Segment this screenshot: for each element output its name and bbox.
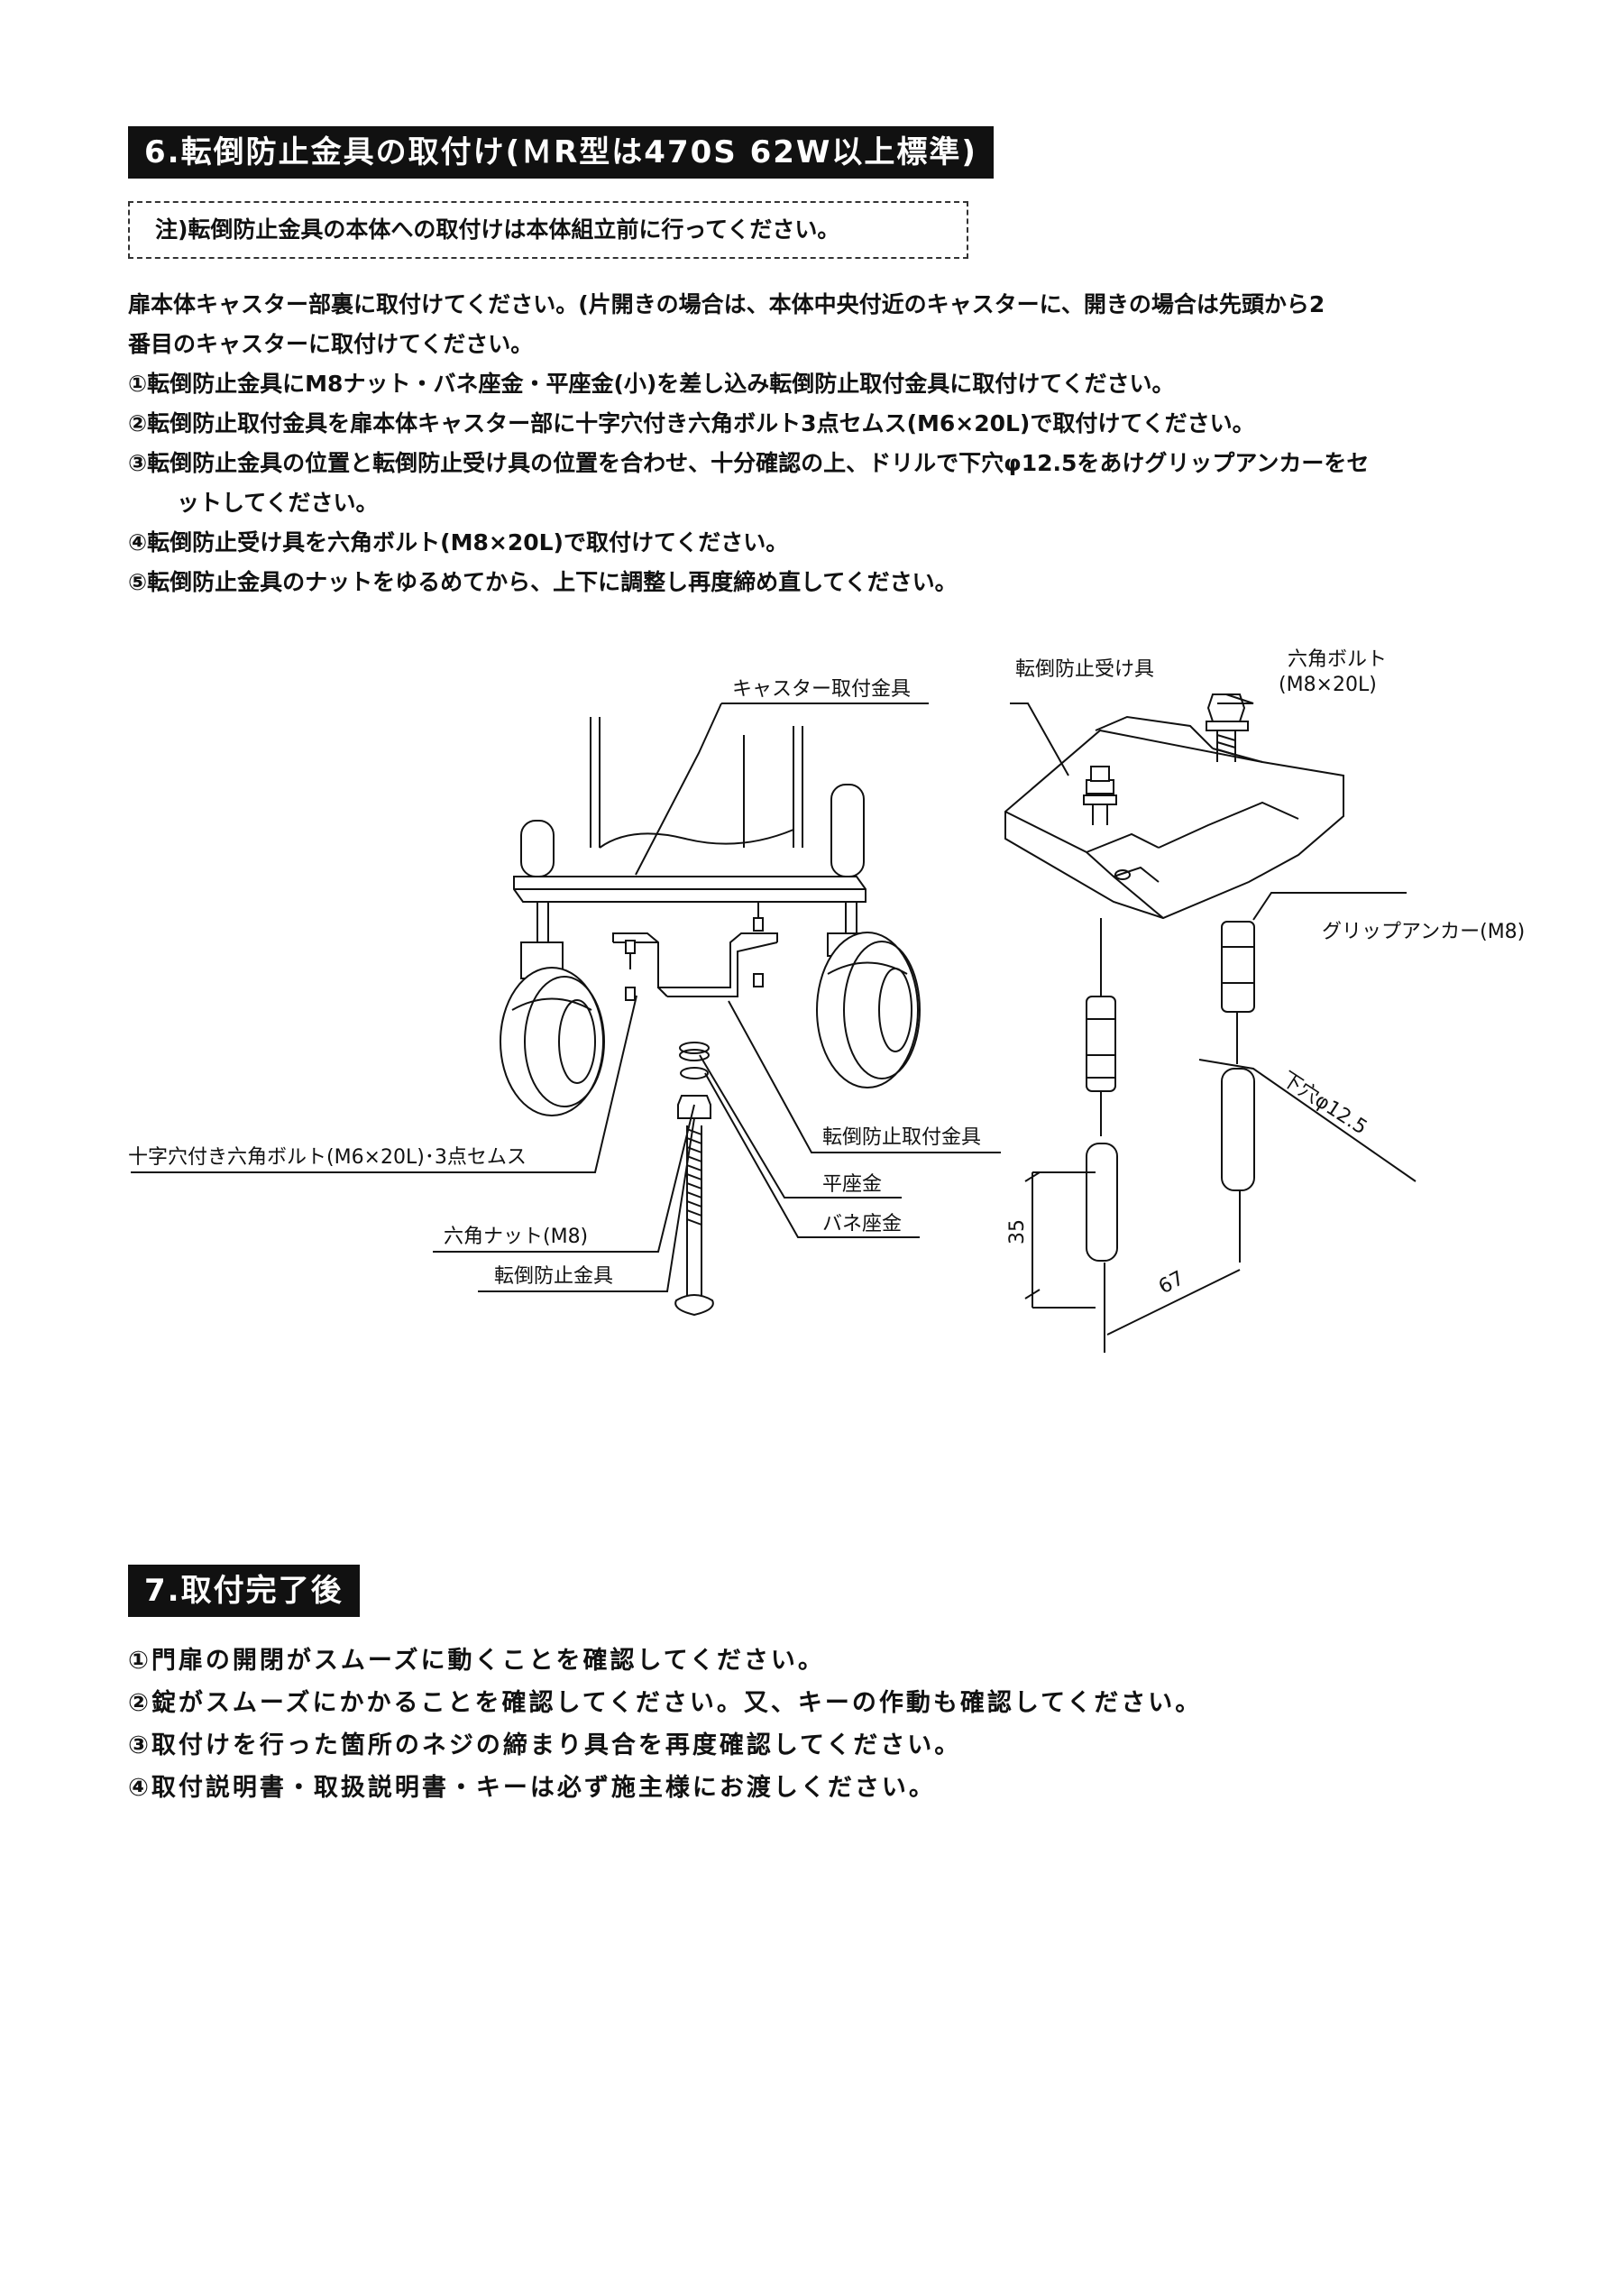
intro-line: 番目のキャスターに取付けてください。 (128, 331, 534, 357)
label-flat-washer: 平座金 (822, 1173, 882, 1196)
step-4: ④転倒防止受け具を六角ボルト(M8×20L)で取付けてください。 (128, 529, 789, 556)
label-dim-depth: 35 (1006, 1219, 1029, 1244)
step-3: ③転倒防止金具の位置と転倒防止受け具の位置を合わせ、十分確認の上、ドリルで下穴φ… (128, 450, 1370, 476)
section-7-steps: ①門扉の開閉がスムーズに動くことを確認してください。 ②錠がスムーズにかかること… (128, 1639, 1202, 1809)
section-6-steps: ①転倒防止金具にM8ナット・バネ座金・平座金(小)を差し込み転倒防止取付金具に取… (128, 364, 1369, 602)
label-hex-bolt-size: (M8×20L) (1279, 674, 1377, 696)
label-spring-washer: バネ座金 (822, 1213, 902, 1235)
label-pilot-hole: 下穴φ12.5 (1278, 1068, 1371, 1140)
completion-step-2: ②錠がスムーズにかかることを確認してください。又、キーの作動も確認してください。 (128, 1689, 1203, 1717)
label-stopper-bracket: 転倒防止取付金具 (822, 1126, 981, 1149)
completion-step-4: ④取付説明書・取扱説明書・キーは必ず施主様にお渡しください。 (128, 1774, 936, 1802)
note-box: 注)転倒防止金具の本体への取付けは本体組立前に行ってください。 (128, 201, 968, 259)
label-grip-anchor: グリップアンカー(M8) (1322, 921, 1525, 943)
completion-step-1: ①門扉の開閉がスムーズに動くことを確認してください。 (128, 1647, 825, 1675)
label-hex-bolt: 六角ボルト (1288, 648, 1387, 671)
label-hex-nut: 六角ナット(M8) (444, 1226, 588, 1248)
completion-step-3: ③取付けを行った箇所のネジの締まり具合を再度確認してください。 (128, 1731, 962, 1759)
label-dim-spacing: 67 (1155, 1267, 1187, 1299)
installation-diagram: キャスター取付金具 十字穴付き六角ボルト(M6×20L)･3点セムス 六角ナット… (128, 648, 1525, 1353)
intro-paragraph: 扉本体キャスター部裏に取付けてください。(片開きの場合は、本体中央付近のキャスタ… (128, 285, 1325, 364)
label-stopper: 転倒防止金具 (494, 1265, 613, 1288)
section-7-heading: 7.取付完了後 (128, 1565, 360, 1617)
step-5: ⑤転倒防止金具のナットをゆるめてから、上下に調整し再度締め直してください。 (128, 569, 958, 595)
step-3-continued: ットしてください。 (177, 490, 379, 516)
label-caster-bracket: キャスター取付金具 (732, 678, 911, 701)
intro-line: 扉本体キャスター部裏に取付けてください。(片開きの場合は、本体中央付近のキャスタ… (128, 291, 1325, 317)
step-1: ①転倒防止金具にM8ナット・バネ座金・平座金(小)を差し込み転倒防止取付金具に取… (128, 371, 1175, 397)
label-cross-bolt: 十字穴付き六角ボルト(M6×20L)･3点セムス (128, 1146, 527, 1169)
note-text: 注)転倒防止金具の本体への取付けは本体組立前に行ってください。 (155, 216, 840, 243)
section-6-heading: 6.転倒防止金具の取付け(ＭR型は470S 62W以上標準) (128, 126, 994, 179)
label-receiver: 転倒防止受け具 (1015, 658, 1154, 681)
receiver-anchor-illustration (1004, 693, 1417, 1353)
step-2: ②転倒防止取付金具を扉本体キャスター部に十字穴付き六角ボルト3点セムス(M6×2… (128, 410, 1255, 436)
caster-assembly-illustration (131, 703, 1001, 1317)
